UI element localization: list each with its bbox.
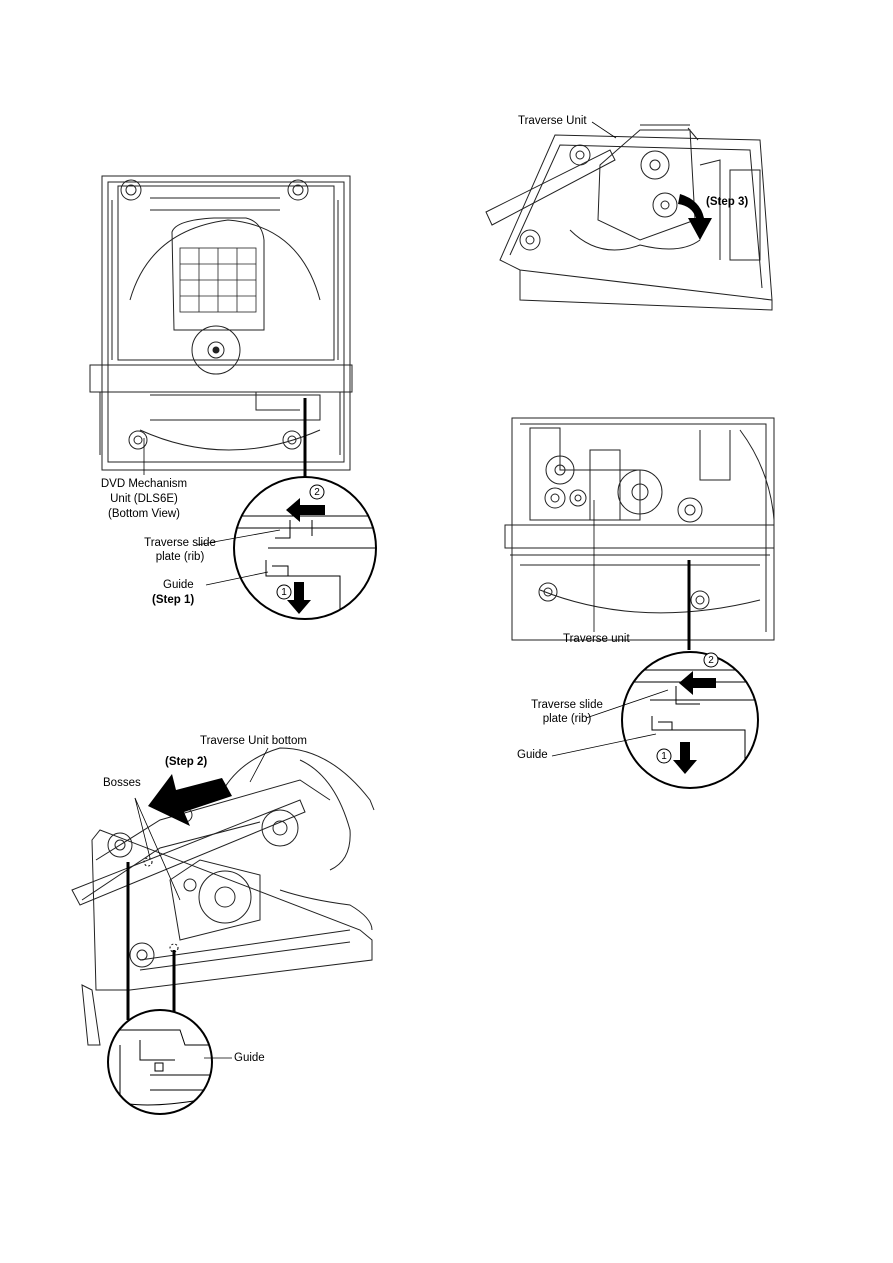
bosses-label: Bosses [103, 777, 141, 789]
figure-4-traverse-unit-label: Traverse unit [563, 633, 630, 645]
figure-1-arrow-1 [287, 582, 311, 614]
figure-4-arrow-1 [673, 742, 697, 774]
figure-1-marker-1: 1 [281, 587, 287, 598]
figure-1-slide-label-line1: Traverse slide [144, 537, 216, 549]
figure-4-slide-label-line2: plate (rib) [542, 713, 592, 725]
figure-1-guide-label: Guide [163, 579, 194, 591]
mechanism-unit-label-line1: DVD Mechanism [100, 478, 188, 490]
traverse-unit-bottom-label: Traverse Unit bottom [200, 735, 307, 747]
figure-1-arrow-2 [286, 498, 325, 522]
figure-2-guide-label: Guide [234, 1052, 265, 1064]
mechanism-unit-label-line3: (Bottom View) [107, 508, 180, 520]
mechanism-unit-label-line2: Unit (DLS6E) [110, 493, 178, 505]
figure-3-step-label: (Step 3) [706, 196, 749, 208]
figure-4-slide-label-line1: Traverse slide [531, 699, 603, 711]
figure-1-marker-2: 2 [314, 487, 320, 498]
figure-4-marker-2: 2 [708, 655, 714, 666]
figure-1-slide-label-line2: plate (rib) [155, 551, 205, 563]
figure-4-marker-1: 1 [661, 751, 667, 762]
figure-3-traverse-unit-label: Traverse Unit [518, 115, 587, 127]
figure-1-step-label: (Step 1) [152, 594, 195, 606]
figure-2-step-label: (Step 2) [165, 756, 208, 768]
figure-4-arrow-2 [679, 671, 716, 695]
figure-4-guide-label: Guide [517, 749, 548, 761]
